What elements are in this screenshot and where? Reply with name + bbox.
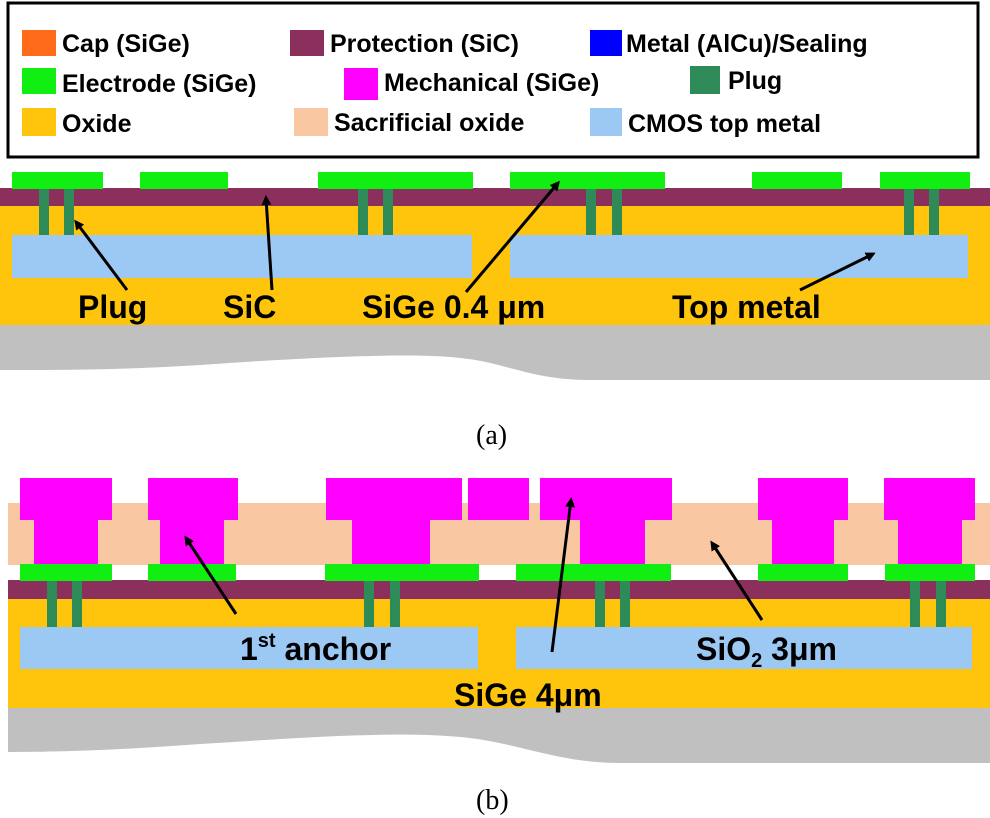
legend: Cap (SiGe) Protection (SiC) Metal (AlCu)…: [6, 1, 980, 159]
panel-a-label-top-metal: Top metal: [672, 289, 821, 325]
panel-b-plug: [910, 580, 920, 627]
panel-b-plug: [72, 580, 82, 627]
legend-item-cmos: CMOS top metal: [590, 108, 821, 138]
panel-b-arrow-sio2: [710, 540, 764, 621]
legend-item-sacrificial: Sacrificial oxide: [294, 108, 524, 137]
legend-swatch-plug: [690, 66, 720, 94]
legend-label-electrode: Electrode (SiGe): [62, 70, 257, 98]
legend-frame: [6, 1, 980, 159]
panel-a-electrode: [12, 172, 103, 189]
legend-label-plug: Plug: [728, 67, 782, 95]
legend-label-cmos: CMOS top metal: [628, 110, 821, 138]
panel-a-substrate: [0, 322, 990, 380]
panel-b-electrode: [516, 564, 671, 581]
panel-a-plug: [64, 188, 74, 235]
legend-label-oxide: Oxide: [62, 110, 132, 138]
panel-a-plug: [586, 188, 596, 235]
legend-item-metal: Metal (AlCu)/Sealing: [590, 30, 868, 58]
panel-b-mechanical-anchor: [326, 478, 462, 564]
panel-a-sic-layer: [0, 188, 990, 206]
legend-swatch-cap: [22, 30, 56, 56]
legend-label-cap: Cap (SiGe): [62, 30, 190, 58]
panel-b-sic-layer: [8, 580, 990, 599]
legend-label-metal: Metal (AlCu)/Sealing: [626, 30, 868, 58]
legend-label-protection: Protection (SiC): [330, 30, 519, 58]
panel-b-arrow-sige: [550, 497, 576, 653]
panel-a-caption: (a): [476, 420, 507, 451]
legend-item-plug: Plug: [690, 66, 782, 95]
panel-b-mechanical-anchor: [758, 478, 848, 564]
panel-b-electrode: [148, 564, 236, 581]
panel-a-arrow-top-metal: [799, 252, 876, 292]
panel-a-label-sic: SiC: [223, 289, 276, 325]
panel-a-electrode: [510, 172, 665, 189]
panel-b-label-anchor: 1st anchor: [240, 630, 391, 667]
panel-a-cmos-metal-right: [510, 235, 968, 278]
panel-b-plug: [364, 580, 374, 627]
panel-a-arrow-plug: [74, 219, 129, 291]
panel-b-label-sio2: SiO2 3μm: [696, 631, 837, 672]
panel-b-mechanical-anchor: [884, 478, 975, 564]
panel-b-mechanical-anchor: [20, 478, 112, 564]
panel-a-plug: [612, 188, 622, 235]
legend-swatch-sacrificial: [294, 108, 328, 136]
panel-b-cmos-metal-left: [20, 627, 478, 669]
legend-label-mechanical: Mechanical (SiGe): [384, 69, 599, 97]
panel-b-plug: [620, 580, 630, 627]
panel-a-plug: [39, 188, 49, 235]
panel-a-plug: [929, 188, 939, 235]
panel-a-label-plug: Plug: [78, 289, 147, 325]
panel-b-plug: [390, 580, 400, 627]
panel-a-electrode: [752, 172, 842, 189]
panel-a-electrode: [140, 172, 228, 189]
panel-b-caption: (b): [476, 785, 509, 816]
panel-b-electrode: [20, 564, 112, 581]
panel-b-plug: [47, 580, 57, 627]
legend-item-electrode: Electrode (SiGe): [22, 68, 257, 98]
panel-a-plug: [904, 188, 914, 235]
panel-a-arrow-sic: [261, 195, 274, 291]
legend-swatch-electrode: [22, 68, 56, 94]
legend-swatch-mechanical: [344, 68, 378, 100]
panel-b-substrate: [8, 705, 990, 763]
legend-label-sacrificial: Sacrificial oxide: [334, 109, 524, 137]
legend-swatch-oxide: [22, 108, 56, 136]
legend-swatch-metal: [590, 30, 622, 56]
legend-swatch-cmos: [590, 108, 622, 136]
legend-swatch-protection: [290, 30, 324, 56]
panel-b-mechanical-block: [468, 478, 529, 520]
panel-a-electrode: [318, 172, 473, 189]
panel-b-cmos-metal-right: [516, 627, 972, 669]
panel-a-electrode: [880, 172, 970, 189]
panel-a-plug: [358, 188, 368, 235]
legend-item-mechanical: Mechanical (SiGe): [344, 68, 599, 100]
legend-item-protection: Protection (SiC): [290, 30, 519, 58]
panel-b-electrode: [885, 564, 975, 581]
legend-item-oxide: Oxide: [22, 108, 132, 138]
panel-a-arrow-sige: [464, 180, 560, 293]
panel-b-electrode: [325, 564, 479, 581]
panel-b-cross-section: 1st anchor SiO2 3μm SiGe 4μm (b): [8, 478, 990, 816]
panel-b-plug: [936, 580, 946, 627]
panel-b-plug: [595, 580, 605, 627]
panel-a-cross-section: Plug SiC SiGe 0.4 μm Top metal (a): [0, 172, 990, 451]
panel-b-mechanical-anchor: [148, 478, 238, 564]
legend-item-cap: Cap (SiGe): [22, 30, 190, 58]
panel-a-plug: [383, 188, 393, 235]
panel-a-label-sige: SiGe 0.4 μm: [362, 289, 545, 325]
panel-b-label-sige: SiGe 4μm: [454, 677, 602, 713]
panel-b-arrow-anchor: [184, 535, 238, 615]
panel-b-electrode: [758, 564, 848, 581]
panel-a-cmos-metal-left: [12, 235, 472, 278]
